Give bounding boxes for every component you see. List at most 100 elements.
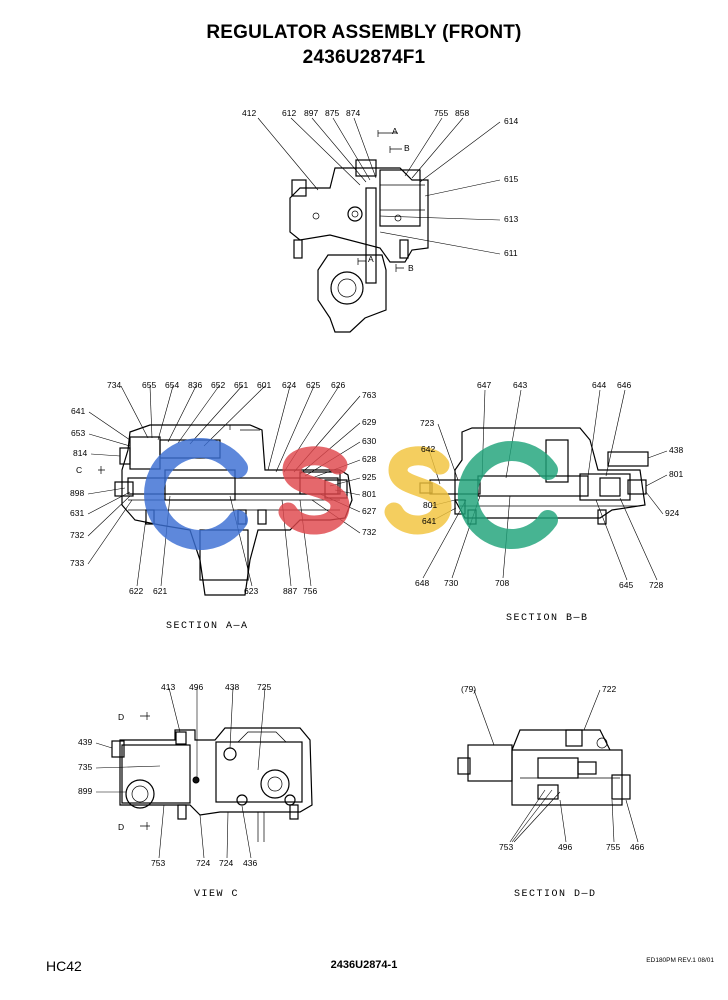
section-caption: SECTION B—B <box>506 613 589 624</box>
callout: 733 <box>70 558 84 568</box>
watermark-cssc <box>144 438 558 550</box>
callout: 623 <box>244 586 258 596</box>
callout: 622 <box>129 586 143 596</box>
callout: 625 <box>306 380 320 390</box>
callout: 626 <box>331 380 345 390</box>
callout: 627 <box>362 506 376 516</box>
callout: 651 <box>234 380 248 390</box>
callout: 722 <box>602 684 616 694</box>
callout: 887 <box>283 586 297 596</box>
callout: 899 <box>78 786 92 796</box>
callout: 734 <box>107 380 121 390</box>
callout: 763 <box>362 390 376 400</box>
callout: 644 <box>592 380 606 390</box>
callout: 438 <box>225 682 239 692</box>
callout: 631 <box>70 508 84 518</box>
section-caption: SECTION D—D <box>514 889 597 900</box>
callout: 732 <box>70 530 84 540</box>
section-bb <box>419 427 649 525</box>
callout: 801 <box>669 469 683 479</box>
callout: 655 <box>142 380 156 390</box>
callout: 654 <box>165 380 179 390</box>
watermark-letter-c2 <box>457 441 558 549</box>
section-marker: A <box>392 126 398 136</box>
callout: 496 <box>189 682 203 692</box>
callout: 643 <box>513 380 527 390</box>
callout: 648 <box>415 578 429 588</box>
callout: 858 <box>455 108 469 118</box>
callout: 735 <box>78 762 92 772</box>
callout: 612 <box>282 108 296 118</box>
callout: 724 <box>196 858 210 868</box>
callout: 924 <box>665 508 679 518</box>
callout: (79) <box>461 684 476 694</box>
callout: 641 <box>422 516 436 526</box>
callout: 836 <box>188 380 202 390</box>
callout: 412 <box>242 108 256 118</box>
callouts-section-bb: 647 643 644 646 723 642 438 801 801 641 … <box>415 380 683 624</box>
footer-model: HC42 <box>46 958 82 974</box>
section-marker: B <box>408 263 414 273</box>
callout: 753 <box>151 858 165 868</box>
page-title: REGULATOR ASSEMBLY (FRONT) <box>206 22 522 43</box>
callout: 642 <box>421 444 435 454</box>
callout: 629 <box>362 417 376 427</box>
callout: 755 <box>434 108 448 118</box>
callout: 611 <box>504 248 518 258</box>
callout: 652 <box>211 380 225 390</box>
callout: 438 <box>669 445 683 455</box>
section-caption: SECTION A—A <box>166 621 249 632</box>
section-marker: A <box>368 254 374 264</box>
callout: 725 <box>257 682 271 692</box>
callout: 724 <box>219 858 233 868</box>
top-view <box>289 130 429 333</box>
callout: 814 <box>73 448 87 458</box>
callout: 615 <box>504 174 518 184</box>
callout: 413 <box>161 682 175 692</box>
callout: 621 <box>153 586 167 596</box>
view-caption: VIEW C <box>194 889 239 900</box>
callout: 897 <box>304 108 318 118</box>
callout: 614 <box>504 116 518 126</box>
callout: 730 <box>444 578 458 588</box>
callout: 466 <box>630 842 644 852</box>
callout: 874 <box>346 108 360 118</box>
callout: 613 <box>504 214 518 224</box>
callout: 925 <box>362 472 376 482</box>
view-c <box>111 712 313 842</box>
callout: 801 <box>423 500 437 510</box>
callout: 898 <box>70 488 84 498</box>
callout: 653 <box>71 428 85 438</box>
callout: 732 <box>362 527 376 537</box>
watermark-letter-s1 <box>278 446 350 535</box>
callout: 645 <box>619 580 633 590</box>
callout: 641 <box>71 406 85 416</box>
callout: 647 <box>477 380 491 390</box>
callout: 496 <box>558 842 572 852</box>
callouts-section-dd: (79) 722 753 496 755 466 SECTION D—D <box>461 684 644 900</box>
callout: 728 <box>649 580 663 590</box>
callout: 801 <box>362 489 376 499</box>
callout: 628 <box>362 454 376 464</box>
watermark-letter-c1 <box>144 438 248 550</box>
section-marker: B <box>404 143 410 153</box>
callouts-top-view: 412 612 897 875 874 755 858 614 615 613 … <box>242 108 518 273</box>
callout: 436 <box>243 858 257 868</box>
footer-drawing-number: 2436U2874-1 <box>330 959 398 971</box>
callout: 756 <box>303 586 317 596</box>
callout: 708 <box>495 578 509 588</box>
leader-lines <box>87 117 668 859</box>
section-dd <box>457 729 631 806</box>
watermark-letter-s2 <box>384 446 452 535</box>
footer-revision: ED180PM REV.1 08/01 <box>646 957 714 964</box>
part-number: 2436U2874F1 <box>302 47 426 68</box>
callouts-section-aa: 734 655 654 836 652 651 601 624 625 626 … <box>70 380 376 632</box>
section-marker: D <box>118 712 124 722</box>
callouts-view-c: 413 496 438 725 439 735 899 753 724 724 … <box>78 682 271 900</box>
section-marker: C <box>76 465 82 475</box>
callout: 753 <box>499 842 513 852</box>
callout: 875 <box>325 108 339 118</box>
callout: 646 <box>617 380 631 390</box>
callout: 723 <box>420 418 434 428</box>
